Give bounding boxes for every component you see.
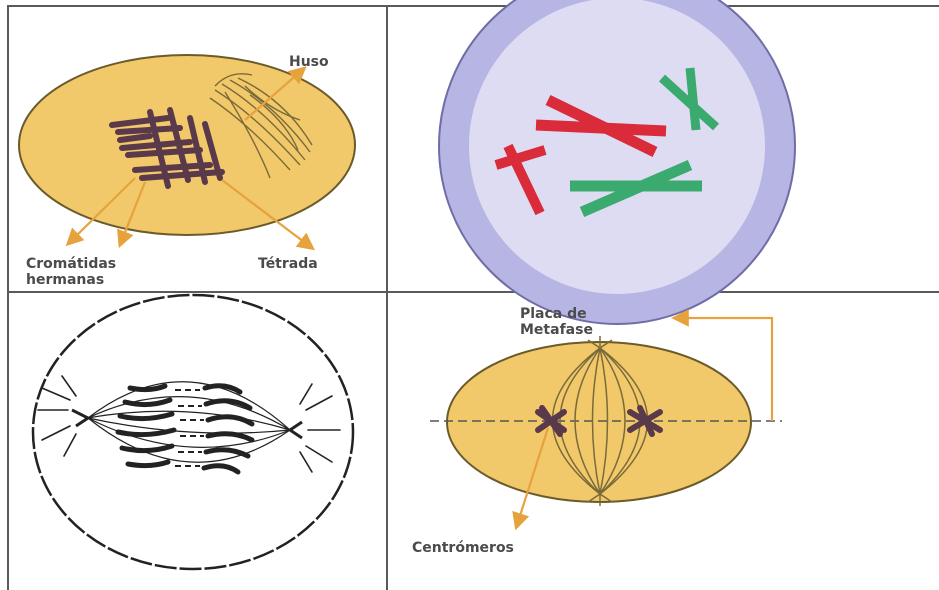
label-centromeros: Centrómeros [412,540,514,556]
label-placa-line1: Placa de [520,306,587,322]
panel-line-drawing-cell [33,295,353,569]
panel-nucleus [439,0,795,324]
panel-prophase-cell: Huso Cromátidas hermanas Tétrada [19,54,355,288]
label-placa-line2: Metafase [520,322,593,338]
label-cromatidas-line2: hermanas [26,272,104,288]
panel-metaphase-cell: Placa de Metafase Centrómeros [412,306,782,556]
label-cromatidas-line1: Cromátidas [26,256,116,272]
cell-membrane-metaphase [447,342,751,502]
label-huso: Huso [289,54,329,70]
label-tetrada: Tétrada [258,256,318,272]
